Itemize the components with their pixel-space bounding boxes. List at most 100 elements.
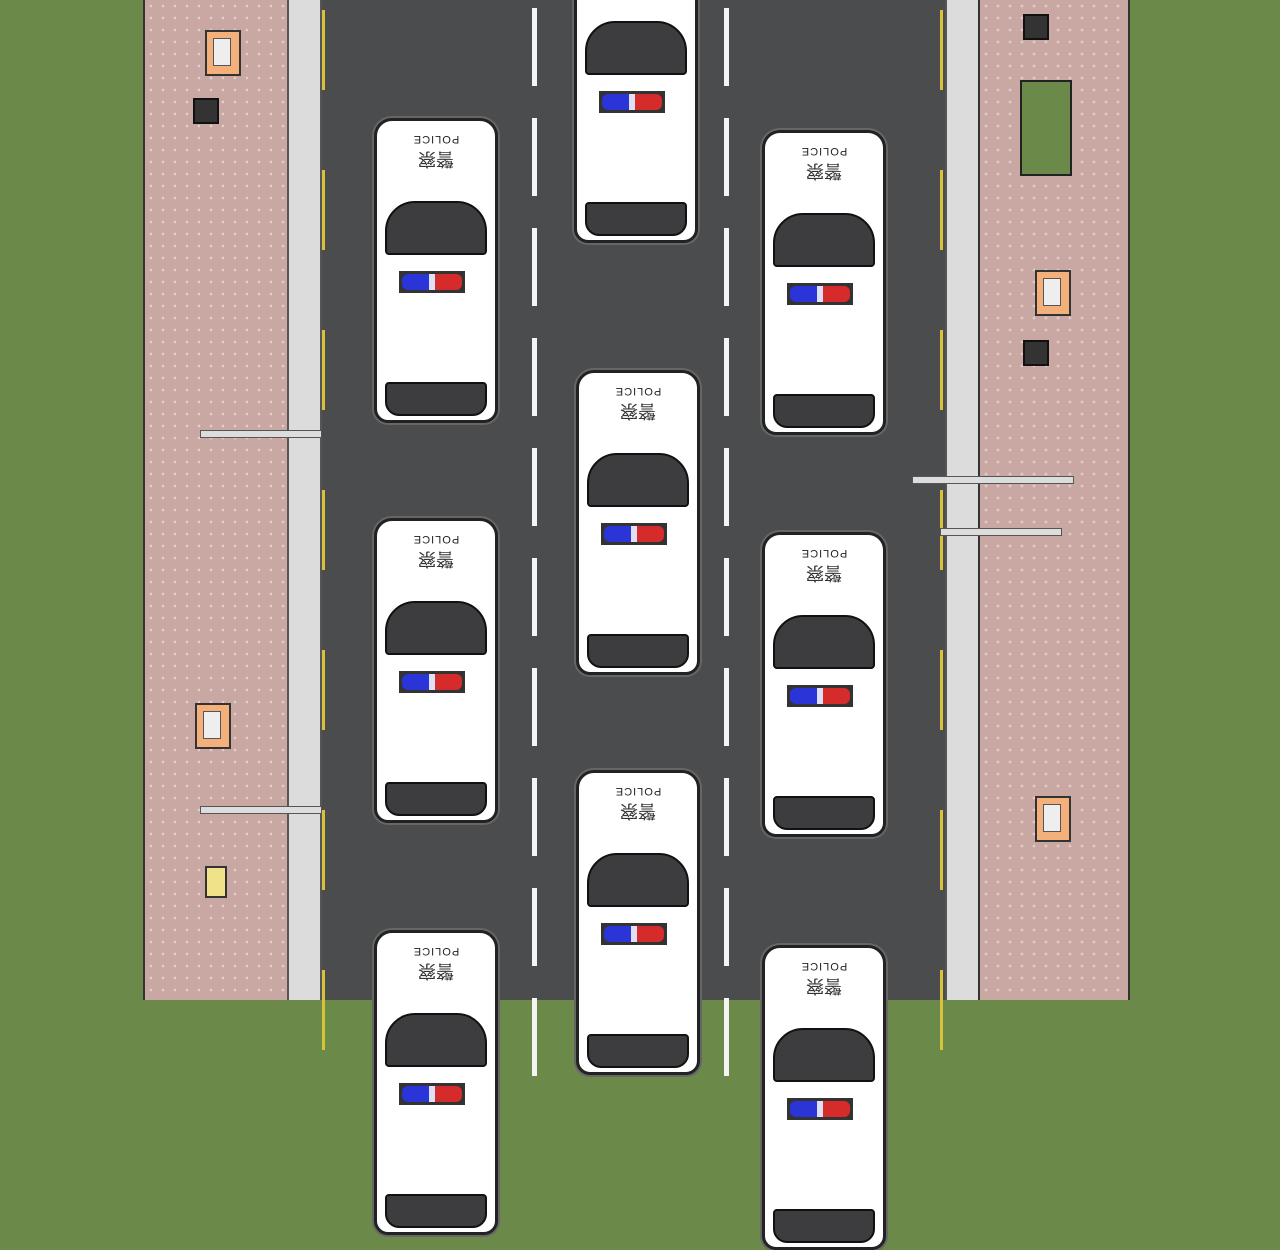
manhole xyxy=(1023,14,1049,40)
windshield xyxy=(385,1013,487,1067)
light-bar-icon xyxy=(787,1098,853,1120)
curb-marking xyxy=(322,810,325,890)
lane-dash xyxy=(532,118,537,196)
curb-marking xyxy=(322,10,325,90)
windshield xyxy=(587,453,689,507)
grass-left xyxy=(0,0,140,1000)
curb-marking xyxy=(322,970,325,1050)
sign xyxy=(205,866,227,898)
police-car[interactable]: POLICE 警察 xyxy=(374,518,498,823)
lane-dash xyxy=(532,778,537,856)
curb-marking xyxy=(322,650,325,730)
rear-window xyxy=(585,202,687,236)
police-label: POLICE xyxy=(614,385,662,397)
car-hood: POLICE 警察 xyxy=(585,779,691,849)
lane-dash xyxy=(724,888,729,966)
rear-window xyxy=(773,1209,875,1243)
lane-dash xyxy=(724,8,729,86)
police-kanji-label: 警察 xyxy=(620,401,656,421)
curb-marking xyxy=(940,650,943,730)
police-kanji-label: 警察 xyxy=(806,976,842,996)
light-bar-icon xyxy=(399,671,465,693)
utility-box xyxy=(1035,270,1071,316)
police-kanji-label: 警察 xyxy=(806,161,842,181)
curb-left xyxy=(287,0,322,1000)
curb-marking xyxy=(940,970,943,1050)
light-bar-icon xyxy=(399,1083,465,1105)
car-hood: POLICE 警察 xyxy=(771,541,877,611)
utility-box xyxy=(195,703,231,749)
rear-window xyxy=(385,1194,487,1228)
rear-window xyxy=(385,382,487,416)
lane-dash xyxy=(532,448,537,526)
windshield xyxy=(585,21,687,75)
police-label: POLICE xyxy=(614,785,662,797)
police-label: POLICE xyxy=(412,533,460,545)
street-lamp xyxy=(200,430,322,438)
curb-marking xyxy=(940,330,943,410)
manhole xyxy=(1023,340,1049,366)
manhole xyxy=(193,98,219,124)
lane-dash xyxy=(724,448,729,526)
light-bar-icon xyxy=(601,923,667,945)
rear-window xyxy=(385,782,487,816)
police-kanji-label: 警察 xyxy=(620,801,656,821)
car-hood: POLICE 警察 xyxy=(383,527,489,597)
police-car[interactable]: POLICE 警察 xyxy=(762,532,886,837)
police-kanji-label: 警察 xyxy=(418,549,454,569)
planter xyxy=(1020,80,1072,176)
windshield xyxy=(773,615,875,669)
lane-dash xyxy=(724,118,729,196)
utility-box xyxy=(1035,796,1071,842)
curb-marking xyxy=(940,810,943,890)
windshield xyxy=(385,601,487,655)
police-car[interactable]: POLICE 警察 xyxy=(374,118,498,423)
lane-dash xyxy=(532,558,537,636)
lane-dash xyxy=(724,778,729,856)
rear-window xyxy=(587,1034,689,1068)
lane-dash xyxy=(724,338,729,416)
utility-box xyxy=(205,30,241,76)
police-kanji-label: 警察 xyxy=(418,961,454,981)
light-bar-icon xyxy=(599,91,665,113)
police-car[interactable]: POLICE 警察 xyxy=(576,370,700,675)
car-hood: POLICE 警察 xyxy=(585,379,691,449)
windshield xyxy=(773,213,875,267)
police-label: POLICE xyxy=(412,133,460,145)
grass-right xyxy=(1130,0,1280,1000)
police-label: POLICE xyxy=(800,547,848,559)
curb-marking xyxy=(940,170,943,250)
police-kanji-label: 警察 xyxy=(806,563,842,583)
police-car[interactable]: POLICE 警察 xyxy=(762,130,886,435)
lane-dash xyxy=(532,228,537,306)
curb-marking xyxy=(322,170,325,250)
car-hood: POLICE 警察 xyxy=(383,127,489,197)
lane-dash xyxy=(724,558,729,636)
curb-marking xyxy=(322,490,325,570)
lane-dash xyxy=(532,338,537,416)
lane-dash xyxy=(724,668,729,746)
street-lamp xyxy=(940,528,1062,536)
lane-dash xyxy=(724,998,729,1076)
rear-window xyxy=(773,394,875,428)
curb-marking xyxy=(940,10,943,90)
windshield xyxy=(773,1028,875,1082)
police-kanji-label: 警察 xyxy=(418,149,454,169)
light-bar-icon xyxy=(787,283,853,305)
windshield xyxy=(385,201,487,255)
lane-dash xyxy=(532,998,537,1076)
lane-dash xyxy=(532,8,537,86)
street-lamp xyxy=(200,806,322,814)
police-car[interactable]: POLICE 警察 xyxy=(576,770,700,1075)
curb-marking xyxy=(322,330,325,410)
light-bar-icon xyxy=(787,685,853,707)
lane-dash xyxy=(532,888,537,966)
police-label: POLICE xyxy=(800,145,848,157)
sidewalk-left xyxy=(143,0,289,1000)
